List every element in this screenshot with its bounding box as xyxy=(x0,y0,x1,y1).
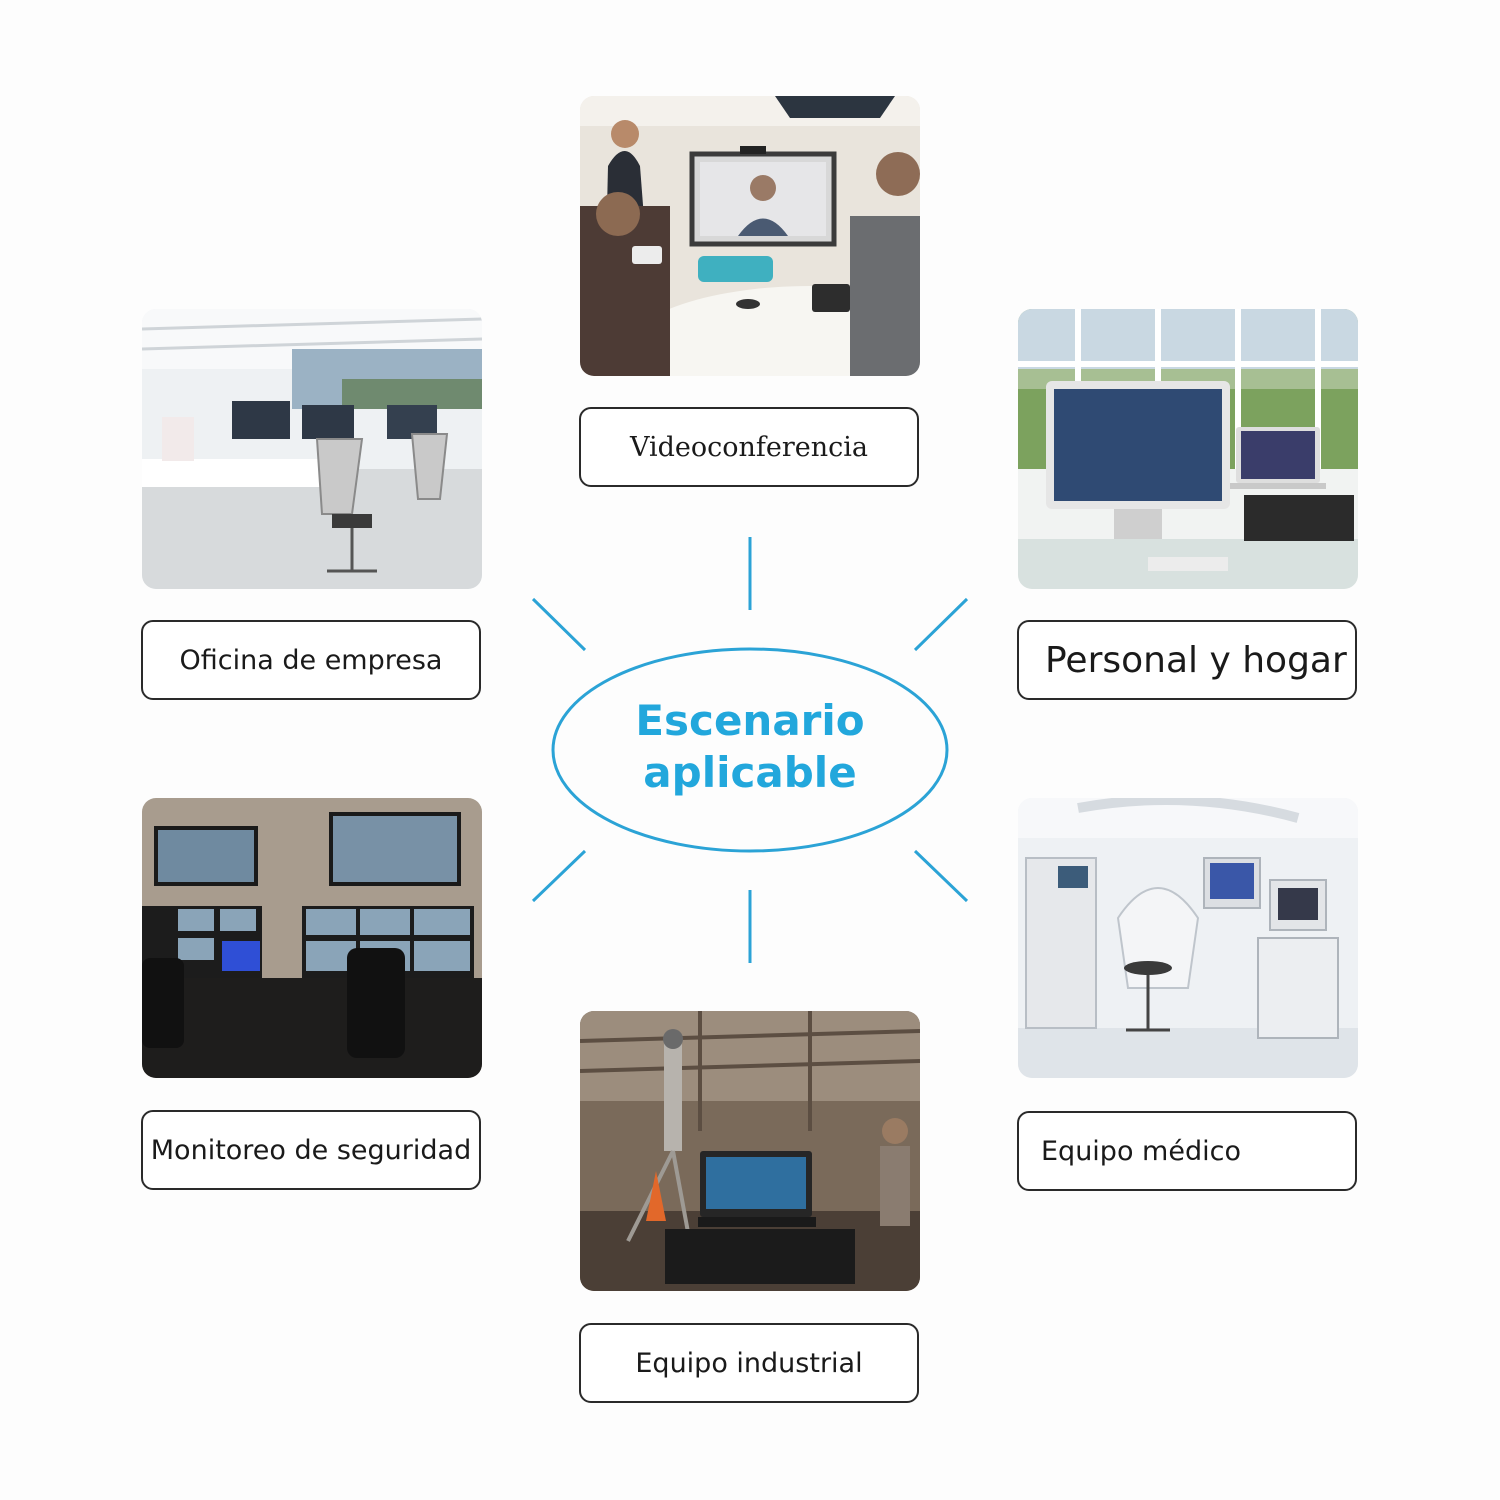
label-medico: Equipo médico xyxy=(1017,1111,1357,1191)
industrial-equipment-photo xyxy=(580,1011,920,1291)
hub-title-line2: aplicable xyxy=(643,748,857,797)
label-videoconferencia: Videoconferencia xyxy=(579,407,919,487)
connector-top-left xyxy=(531,597,587,652)
office-photo xyxy=(142,309,482,589)
label-industrial-text: Equipo industrial xyxy=(635,1347,863,1379)
label-personal: Personal y hogar xyxy=(1017,620,1357,700)
home-office-photo xyxy=(1018,309,1358,589)
label-personal-text: Personal y hogar xyxy=(1045,639,1347,681)
medical-equipment-photo xyxy=(1018,798,1358,1078)
label-oficina: Oficina de empresa xyxy=(141,620,481,700)
label-videoconferencia-text: Videoconferencia xyxy=(629,431,869,463)
hub-ellipse xyxy=(551,647,949,853)
label-industrial: Equipo industrial xyxy=(579,1323,919,1403)
video-conference-photo xyxy=(580,96,920,376)
connector-bottom-left xyxy=(531,849,587,903)
connector-top-right xyxy=(913,597,969,652)
label-seguridad: Monitoreo de seguridad xyxy=(141,1110,481,1190)
label-seguridad-text: Monitoreo de seguridad xyxy=(150,1134,472,1166)
hub-title-line1: Escenario xyxy=(635,696,865,745)
security-monitoring-photo xyxy=(142,798,482,1078)
connector-bottom-right xyxy=(913,849,969,903)
label-oficina-text: Oficina de empresa xyxy=(179,644,443,676)
label-medico-text: Equipo médico xyxy=(1041,1135,1241,1167)
hub-title: Escenario aplicable xyxy=(560,695,940,799)
